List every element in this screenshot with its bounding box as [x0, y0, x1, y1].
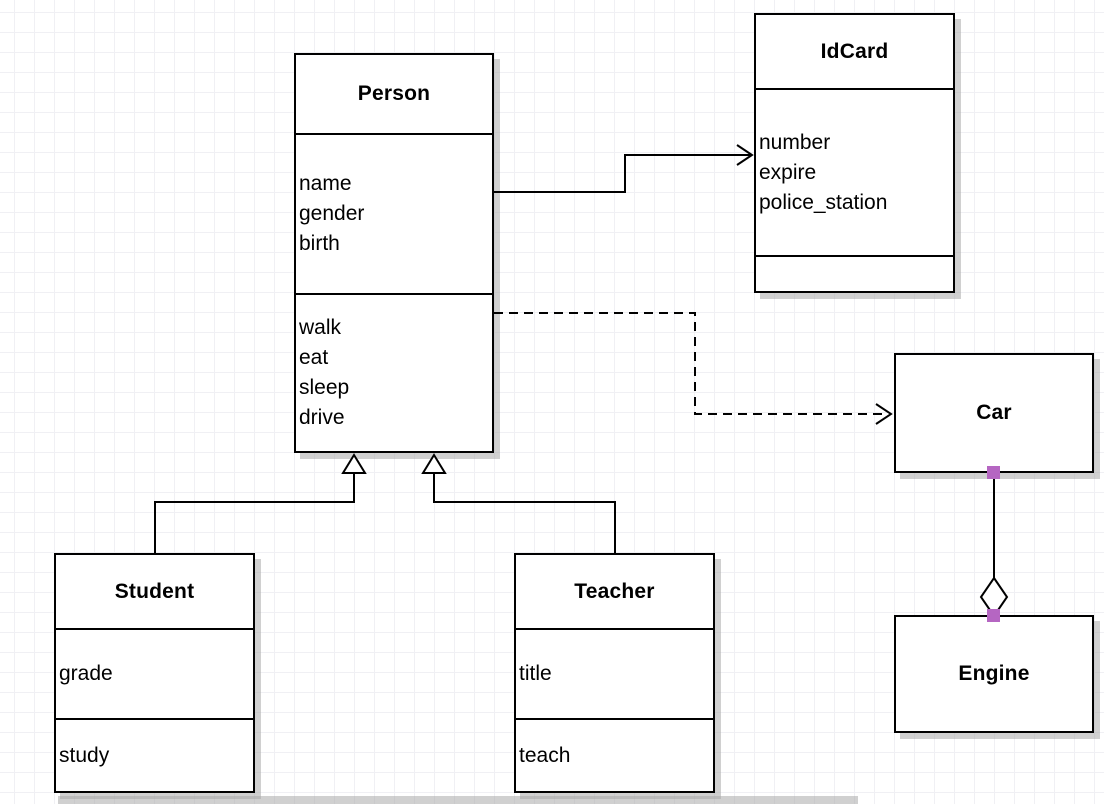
class-box-person[interactable]: Person name gender birth walk eat sleep … — [294, 53, 494, 453]
attribute-line: expire — [759, 160, 817, 184]
connection-handle[interactable] — [987, 609, 1000, 622]
person-attributes-compartment: name gender birth — [296, 133, 492, 293]
attribute-line: police_station — [759, 190, 888, 214]
attribute-line: grade — [59, 662, 113, 685]
teacher-methods-compartment: teach — [516, 718, 713, 791]
edge-person-idcard[interactable] — [494, 154, 750, 193]
attribute-line: gender — [299, 202, 365, 225]
idcard-attributes-compartment: number expire police_station — [756, 88, 953, 255]
edge-student-person[interactable] — [154, 473, 355, 553]
class-title-car: Car — [976, 401, 1012, 424]
attribute-line: birth — [299, 232, 340, 255]
student-attributes-compartment: grade — [56, 628, 253, 718]
class-box-idcard[interactable]: IdCard number expire police_station — [754, 13, 955, 293]
attribute-line: number — [759, 130, 831, 154]
method-line: sleep — [299, 376, 350, 399]
method-line: walk — [299, 316, 342, 339]
class-title-engine: Engine — [958, 662, 1030, 685]
class-box-teacher[interactable]: Teacher title teach — [514, 553, 715, 793]
class-box-car[interactable]: Car — [894, 353, 1094, 473]
attribute-line: name — [299, 172, 352, 195]
class-title-student: Student — [114, 579, 195, 603]
method-line: drive — [299, 406, 345, 429]
class-box-engine[interactable]: Engine — [894, 615, 1094, 733]
student-methods-compartment: study — [56, 718, 253, 791]
method-line: study — [59, 743, 110, 767]
person-methods-compartment: walk eat sleep drive — [296, 293, 492, 451]
class-title-teacher: Teacher — [574, 579, 655, 603]
edge-teacher-person[interactable] — [433, 473, 616, 553]
idcard-methods-compartment — [756, 255, 953, 291]
class-box-student[interactable]: Student grade study — [54, 553, 255, 793]
inheritance-triangle-icon — [341, 453, 367, 474]
method-line: teach — [519, 743, 571, 767]
class-title-person: Person — [357, 82, 431, 105]
open-arrowhead-icon — [736, 144, 754, 166]
attribute-line: title — [519, 662, 552, 685]
connection-handle[interactable] — [987, 466, 1000, 479]
open-arrowhead-icon — [875, 403, 893, 425]
teacher-attributes-compartment: title — [516, 628, 713, 718]
class-title-idcard: IdCard — [820, 39, 889, 63]
edge-person-car[interactable] — [494, 312, 888, 415]
canvas-bottom-edge — [58, 796, 858, 804]
inheritance-triangle-icon — [421, 453, 447, 474]
method-line: eat — [299, 346, 329, 369]
